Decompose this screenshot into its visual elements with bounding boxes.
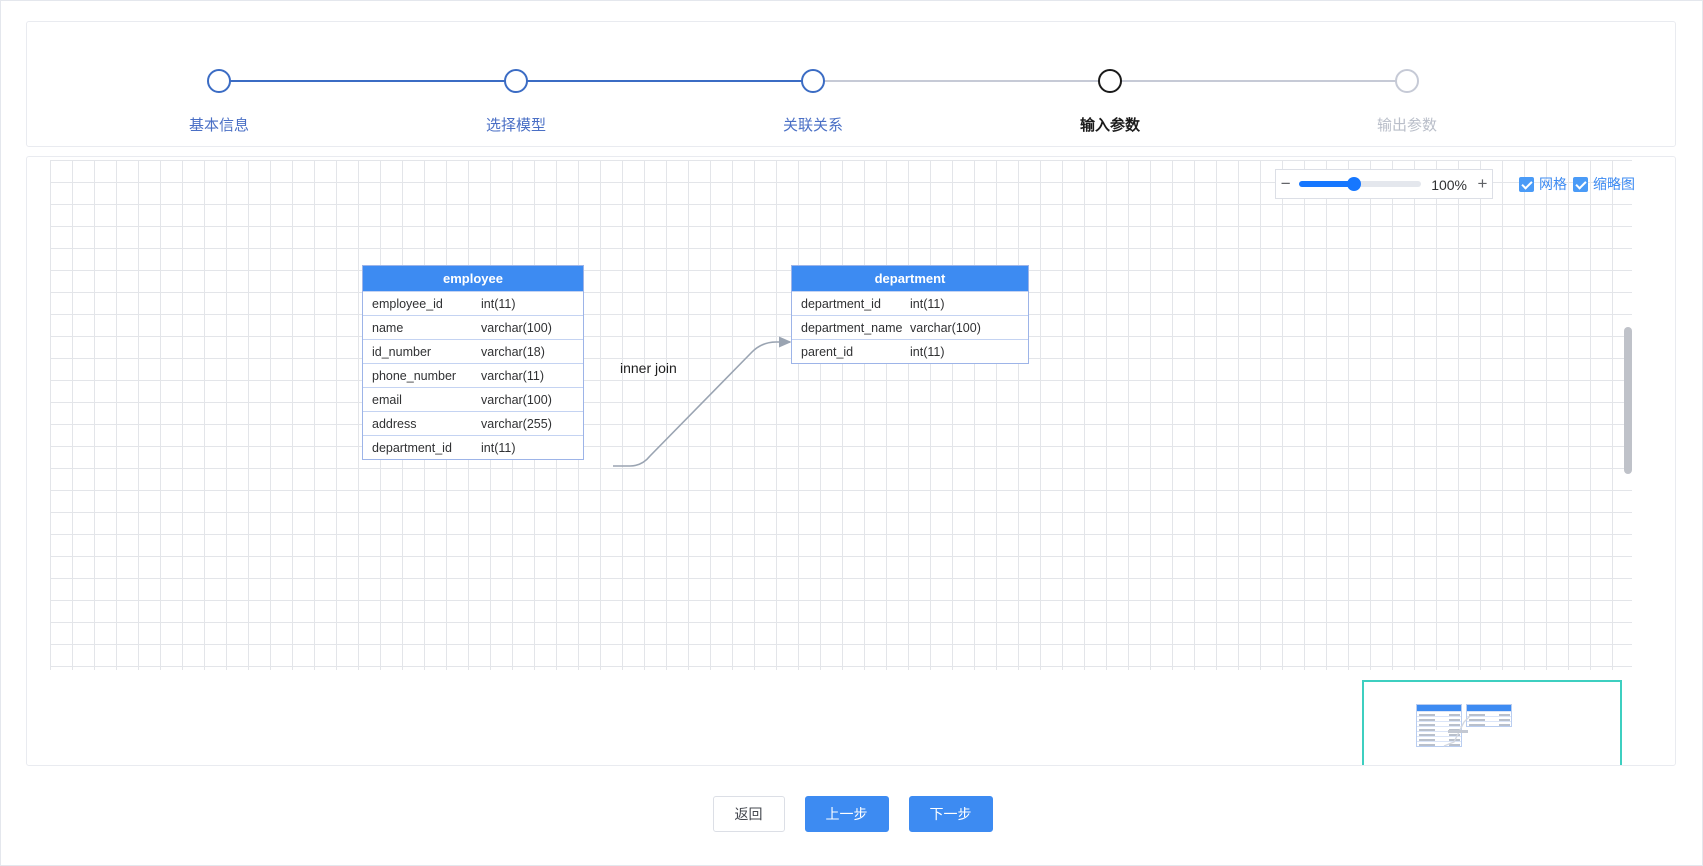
minimap-row: [1467, 711, 1511, 716]
column-name: id_number: [372, 344, 432, 359]
step-line-4: [1110, 80, 1407, 82]
zoom-toolbar: − 100% + 网格 缩略图: [1275, 169, 1635, 199]
table-row[interactable]: department_name varchar(100): [792, 315, 1028, 339]
step-node-1[interactable]: [207, 69, 231, 93]
minimap-table-department: [1466, 704, 1512, 727]
step-label-output-params: 输出参数: [1376, 117, 1438, 134]
minimap-row: [1417, 721, 1461, 726]
checkbox-minimap-label: 缩略图: [1593, 176, 1635, 192]
column-name: address: [372, 416, 417, 431]
column-name: department_name: [801, 320, 903, 335]
step-node-3[interactable]: [801, 69, 825, 93]
table-row[interactable]: department_id int(11): [363, 435, 583, 459]
column-type: varchar(255): [481, 416, 552, 431]
zoom-in-button[interactable]: +: [1473, 169, 1493, 199]
stepper-card: 基本信息 选择模型 关联关系 输入参数 输出参数: [26, 21, 1676, 147]
column-name: department_id: [801, 296, 881, 311]
step-line-2: [516, 80, 813, 82]
table-row[interactable]: phone_number varchar(11): [363, 363, 583, 387]
er-table-department[interactable]: department department_id int(11) departm…: [791, 265, 1029, 364]
minimap-row: [1417, 716, 1461, 721]
table-row[interactable]: employee_id int(11): [363, 291, 583, 315]
zoom-slider-fill: [1299, 181, 1355, 187]
minimap-join-label: [1448, 730, 1468, 733]
minimap-row: [1467, 721, 1511, 726]
step-node-4[interactable]: [1098, 69, 1122, 93]
column-type: int(11): [910, 296, 945, 311]
column-name: email: [372, 392, 402, 407]
table-row[interactable]: name varchar(100): [363, 315, 583, 339]
table-row[interactable]: email varchar(100): [363, 387, 583, 411]
step-node-5[interactable]: [1395, 69, 1419, 93]
minimap-row: [1417, 731, 1461, 736]
zoom-out-button[interactable]: −: [1275, 169, 1296, 199]
er-diagram-canvas[interactable]: inner join employee employee_id int(11) …: [50, 160, 1632, 670]
column-type: varchar(18): [481, 344, 545, 359]
column-type: int(11): [481, 440, 516, 455]
table-row[interactable]: id_number varchar(18): [363, 339, 583, 363]
column-type: int(11): [910, 344, 945, 359]
back-button[interactable]: 返回: [712, 796, 785, 832]
checkbox-grid[interactable]: 网格: [1519, 174, 1567, 194]
step-label-select-model: 选择模型: [485, 117, 547, 134]
minimap-resize-handle[interactable]: [1615, 765, 1626, 766]
table-row[interactable]: address varchar(255): [363, 411, 583, 435]
column-name: department_id: [372, 440, 452, 455]
checkbox-minimap[interactable]: 缩略图: [1573, 174, 1635, 194]
er-table-employee-title: employee: [363, 266, 583, 291]
step-label-relations: 关联关系: [782, 117, 844, 134]
canvas-options-group: 网格 缩略图: [1519, 174, 1635, 194]
column-name: phone_number: [372, 368, 457, 383]
relation-edge-svg: [613, 336, 792, 467]
zoom-level-value: 100%: [1425, 169, 1473, 199]
previous-step-button[interactable]: 上一步: [804, 796, 889, 832]
zoom-slider-thumb[interactable]: [1347, 177, 1362, 191]
column-type: int(11): [481, 296, 516, 311]
step-line-1: [219, 80, 516, 82]
column-name: employee_id: [372, 296, 443, 311]
er-table-department-title: department: [792, 266, 1028, 291]
minimap-row: [1417, 711, 1461, 716]
canvas-minimap[interactable]: [1362, 680, 1622, 765]
zoom-slider-track[interactable]: [1299, 177, 1422, 191]
column-type: varchar(11): [481, 368, 544, 383]
minimap-table-employee-header: [1417, 705, 1461, 711]
column-type: varchar(100): [910, 320, 981, 335]
relation-join-label: inner join: [620, 360, 677, 376]
checkbox-grid-label: 网格: [1539, 176, 1567, 192]
column-type: varchar(100): [481, 392, 552, 407]
column-type: varchar(100): [481, 320, 552, 335]
zoom-slider[interactable]: [1295, 169, 1426, 199]
column-name: parent_id: [801, 344, 854, 359]
minimap-table-department-header: [1467, 705, 1511, 711]
next-step-button[interactable]: 下一步: [908, 796, 993, 832]
minimap-row: [1417, 726, 1461, 731]
canvas-card: − 100% + 网格 缩略图: [26, 156, 1676, 766]
table-row[interactable]: department_id int(11): [792, 291, 1028, 315]
footer-actions: 返回 上一步 下一步: [1, 796, 1703, 832]
table-row[interactable]: parent_id int(11): [792, 339, 1028, 363]
checkbox-minimap-box[interactable]: [1573, 176, 1588, 192]
stepper: 基本信息 选择模型 关联关系 输入参数 输出参数: [27, 22, 1675, 146]
er-table-employee[interactable]: employee employee_id int(11) name varcha…: [362, 265, 584, 460]
step-label-input-params: 输入参数: [1079, 117, 1141, 134]
relation-edge-path: [613, 336, 792, 467]
checkbox-grid-box[interactable]: [1519, 176, 1534, 192]
minimap-row: [1417, 741, 1461, 746]
canvas-vertical-scrollbar[interactable]: [1624, 327, 1632, 474]
minimap-row: [1467, 716, 1511, 721]
step-line-3: [813, 80, 1110, 82]
step-node-2[interactable]: [504, 69, 528, 93]
minimap-edge-svg: [1443, 715, 1471, 747]
column-name: name: [372, 320, 404, 335]
step-label-basic-info: 基本信息: [188, 117, 250, 134]
